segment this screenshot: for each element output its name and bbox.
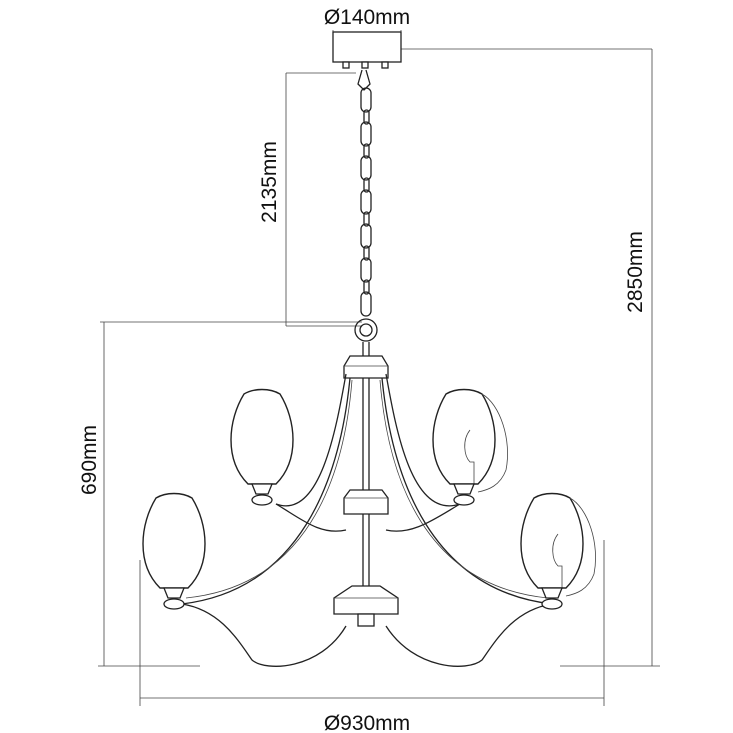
canopy-diameter-label: Ø140mm: [324, 6, 410, 29]
ceiling-canopy: [332, 31, 402, 91]
glass-shade-upper-left: [230, 388, 294, 506]
dimension-lines: [98, 30, 660, 706]
chain-length-label: 2135mm: [258, 141, 281, 223]
glass-shade-lower-left: [142, 492, 206, 610]
glass-shade-lower-right: [520, 492, 596, 610]
suspension-chain: [354, 87, 378, 342]
chandelier-arms: [181, 373, 553, 667]
total-height-label: 2850mm: [624, 231, 647, 313]
overall-diameter-label: Ø930mm: [324, 712, 410, 733]
body-height-label: 690mm: [78, 425, 101, 495]
central-stem: [333, 342, 399, 627]
glass-shade-upper-right: [432, 388, 508, 506]
